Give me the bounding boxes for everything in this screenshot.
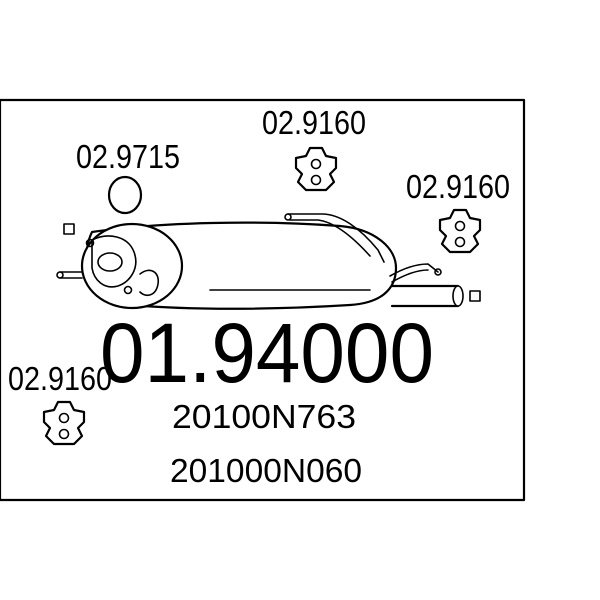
rubber-hanger-top: 02.9160 xyxy=(262,104,366,192)
reference-number-2: 201000N060 xyxy=(170,452,362,489)
reference-number-1: 20100N763 xyxy=(172,398,356,435)
ring-gasket-label: 02.9715 xyxy=(76,138,180,175)
tail-pipe xyxy=(390,284,460,308)
rubber-hanger-right: 02.9160 xyxy=(406,168,510,254)
inlet-opening xyxy=(97,252,123,272)
hanger-left-hole-2 xyxy=(58,428,70,440)
ring-gasket-icon xyxy=(107,175,143,215)
hanger-rod-left xyxy=(59,271,83,279)
hanger-top-hole-2 xyxy=(310,174,322,186)
hanger-rod-top-2 xyxy=(289,219,371,257)
hanger-right-label: 02.9160 xyxy=(406,168,510,205)
hanger-left-hole-1 xyxy=(58,412,70,424)
hanger-rod-right xyxy=(389,263,439,277)
tail-pipe-outlet xyxy=(452,285,464,307)
hanger-rod-left-end xyxy=(56,271,64,279)
end-cap-plate xyxy=(91,235,137,288)
hanger-rod-top-end xyxy=(284,213,292,221)
hanger-rod-right-2 xyxy=(391,269,429,283)
rear-silencer xyxy=(56,213,481,310)
main-part-number: 01.94000 xyxy=(100,306,434,400)
hanger-top-hole-1 xyxy=(310,158,322,170)
outlet-connection-marker xyxy=(469,290,481,302)
hanger-left-label: 02.9160 xyxy=(8,360,112,397)
rubber-hanger-left: 02.9160 xyxy=(8,360,112,446)
hanger-rod-right-end xyxy=(434,268,442,276)
ring-gasket: 02.9715 xyxy=(76,138,180,215)
hanger-rod-top xyxy=(287,213,385,263)
diagram-frame xyxy=(0,98,526,502)
mount-bolt-2 xyxy=(123,285,133,295)
inlet-connection-marker xyxy=(63,223,75,235)
hanger-right-hole-1 xyxy=(454,220,466,232)
end-cap-outlet xyxy=(139,269,160,297)
silencer-end-cap xyxy=(80,222,184,310)
hanger-right-hole-2 xyxy=(454,236,466,248)
mount-bolt-1 xyxy=(85,238,95,248)
hanger-top-label: 02.9160 xyxy=(262,104,366,141)
